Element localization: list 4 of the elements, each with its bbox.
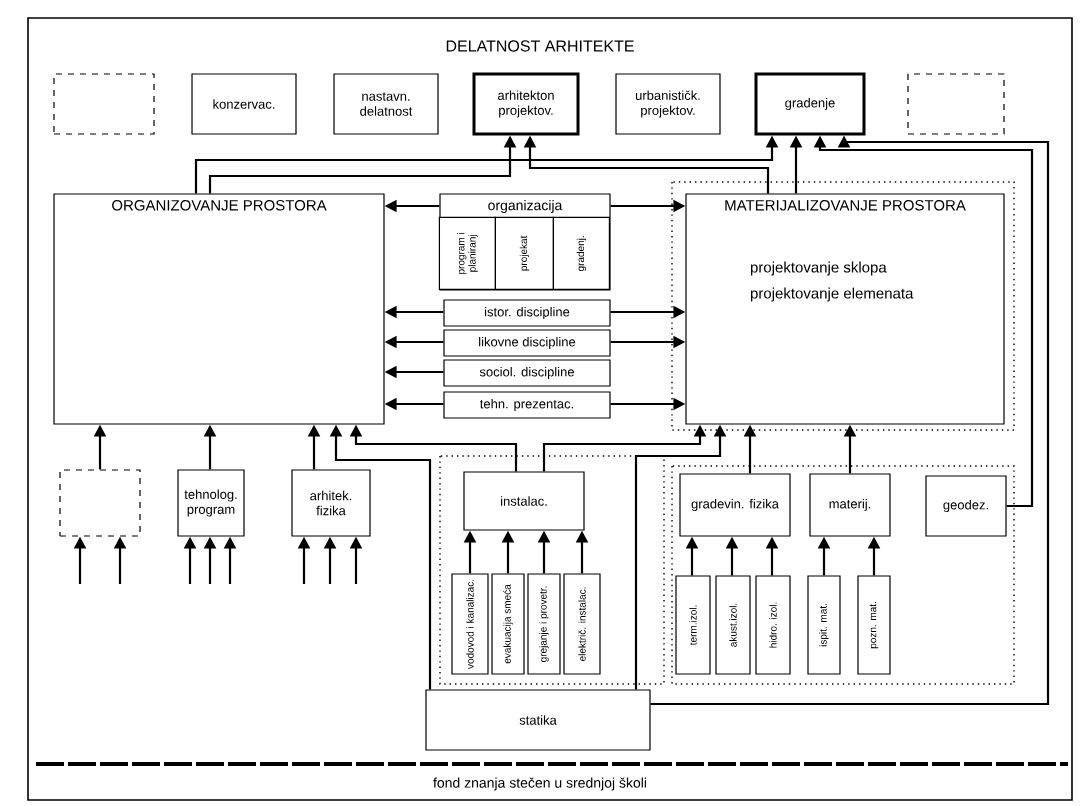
title: DELATNOST ARHITEKTE <box>446 40 634 52</box>
empty-box <box>907 73 1005 135</box>
empty-box <box>53 73 155 135</box>
empty-box <box>59 469 141 537</box>
